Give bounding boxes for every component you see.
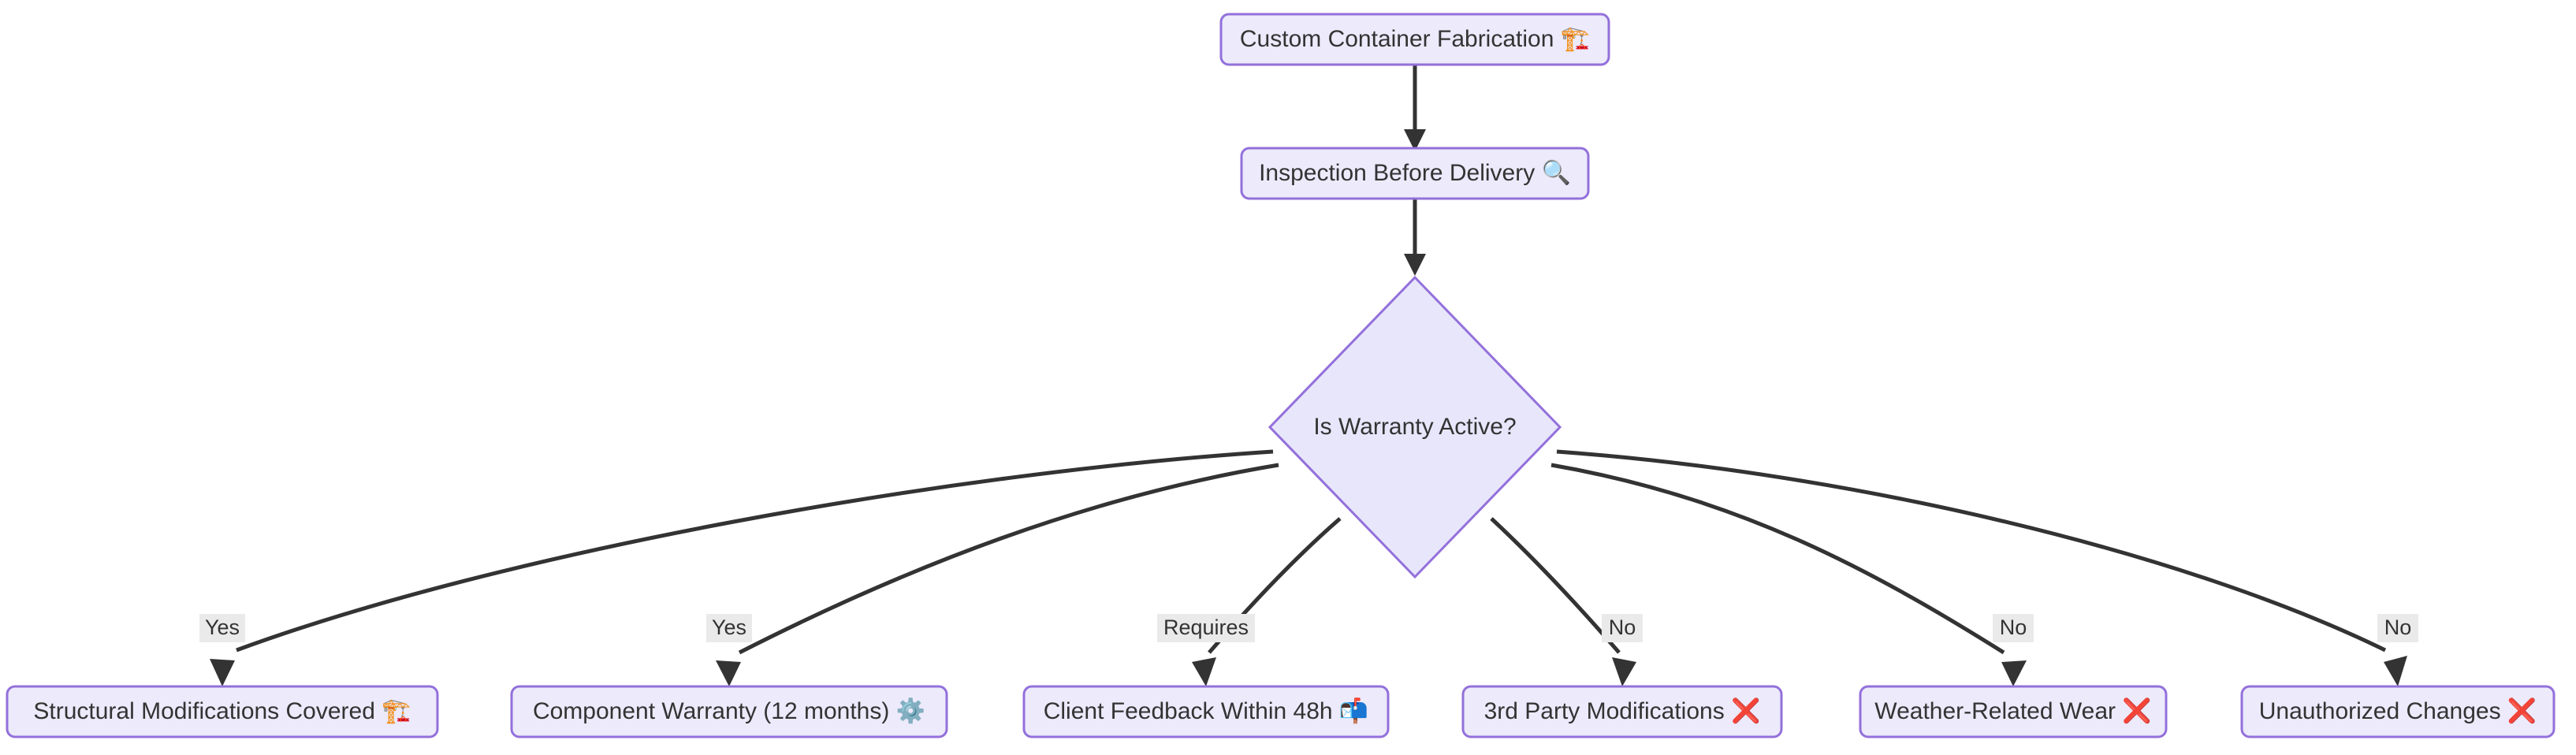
- edge-line: [1556, 449, 2387, 653]
- edge-label-background: [706, 614, 752, 642]
- edge-line: [738, 463, 1279, 655]
- edge-label-layer: Yes Yes Requires No No No: [199, 614, 2418, 642]
- node-label: Unauthorized Changes ❌: [2259, 697, 2537, 725]
- arrowhead-icon: [716, 660, 741, 686]
- arrowhead-icon: [1404, 129, 1426, 151]
- node-shape[interactable]: [1859, 685, 2168, 738]
- node-shape[interactable]: [510, 685, 948, 738]
- edge-label-no-unauthorized: No: [2377, 614, 2418, 642]
- arrowhead-icon: [2384, 656, 2407, 686]
- node-label: Weather-Related Wear ❌: [1874, 697, 2151, 725]
- node-label: Custom Container Fabrication 🏗️: [1240, 26, 1590, 52]
- edge-label-text: No: [1609, 616, 1636, 639]
- node-layer: Custom Container Fabrication 🏗️ Inspecti…: [6, 13, 2556, 738]
- node-shape[interactable]: [1240, 147, 1590, 200]
- edge-decision-weather: [1550, 463, 2027, 686]
- edge-label-background: [2377, 614, 2418, 642]
- node-shape-diamond[interactable]: [1268, 275, 1562, 579]
- arrowhead-icon: [1404, 254, 1426, 276]
- edge-label-text: Requires: [1163, 616, 1249, 639]
- edge-decision-thirdparty: [1490, 517, 1636, 686]
- edge-label-background: [1993, 614, 2034, 642]
- edge-label-text: No: [2384, 616, 2412, 639]
- edge-label-text: Yes: [712, 616, 746, 639]
- node-shape[interactable]: [1219, 13, 1610, 66]
- edge-layer: [210, 65, 2407, 686]
- node-shape[interactable]: [1461, 685, 1783, 738]
- node-unauthorized-changes[interactable]: Unauthorized Changes ❌: [2240, 685, 2556, 738]
- edge-decision-unauthorized: [1556, 449, 2407, 686]
- edge-line: [1550, 463, 2005, 655]
- edge-inspection-decision: [1404, 199, 1426, 276]
- node-label: 3rd Party Modifications ❌: [1484, 697, 1761, 725]
- edge-decision-feedback: [1192, 517, 1342, 686]
- edge-label-no-weather: No: [1993, 614, 2034, 642]
- arrowhead-icon: [1612, 657, 1636, 686]
- edge-decision-component: [716, 463, 1279, 686]
- edge-label-text: No: [2000, 616, 2027, 639]
- node-shape[interactable]: [1022, 685, 1390, 738]
- edge-line: [236, 449, 1274, 653]
- node-structural-modifications-covered[interactable]: Structural Modifications Covered 🏗️: [6, 685, 439, 738]
- node-weather-related-wear[interactable]: Weather-Related Wear ❌: [1859, 685, 2168, 738]
- node-label: Inspection Before Delivery 🔍: [1259, 157, 1571, 186]
- node-custom-container-fabrication[interactable]: Custom Container Fabrication 🏗️: [1219, 13, 1610, 66]
- edge-label-background: [1602, 614, 1643, 642]
- node-3rd-party-modifications[interactable]: 3rd Party Modifications ❌: [1461, 685, 1783, 738]
- node-shape[interactable]: [6, 685, 439, 738]
- edge-line: [1490, 517, 1621, 654]
- node-label: Component Warranty (12 months) ⚙️: [533, 697, 925, 724]
- edge-label-requires-feedback: Requires: [1157, 614, 1255, 642]
- node-client-feedback-within-48h[interactable]: Client Feedback Within 48h 📬: [1022, 685, 1390, 738]
- node-inspection-before-delivery[interactable]: Inspection Before Delivery 🔍: [1240, 147, 1590, 200]
- node-is-warranty-active[interactable]: Is Warranty Active?: [1268, 275, 1562, 579]
- node-shape[interactable]: [2240, 685, 2556, 738]
- edge-label-yes-structural: Yes: [199, 614, 245, 642]
- node-label: Client Feedback Within 48h 📬: [1044, 697, 1369, 724]
- edge-fabrication-inspection: [1404, 65, 1426, 151]
- node-label: Structural Modifications Covered 🏗️: [33, 698, 411, 724]
- edge-label-background: [199, 614, 245, 642]
- edge-label-yes-component: Yes: [706, 614, 752, 642]
- node-label: Is Warranty Active?: [1313, 414, 1516, 440]
- edge-label-background: [1157, 614, 1255, 642]
- arrowhead-icon: [1192, 657, 1216, 686]
- arrowhead-icon: [210, 659, 235, 686]
- arrowhead-icon: [2001, 660, 2027, 686]
- edge-label-text: Yes: [205, 616, 240, 639]
- edge-label-no-thirdparty: No: [1602, 614, 1643, 642]
- edge-decision-structural: [210, 449, 1274, 686]
- node-component-warranty[interactable]: Component Warranty (12 months) ⚙️: [510, 685, 948, 738]
